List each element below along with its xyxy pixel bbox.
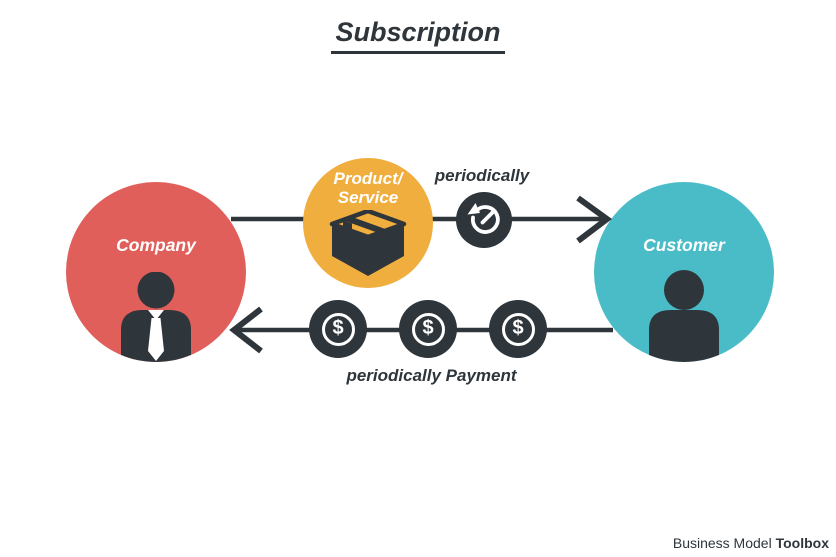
dollar-coin-icon: $	[399, 300, 457, 358]
company-node: Company	[66, 182, 246, 362]
product-service-node: Product/ Service	[303, 158, 433, 288]
person-icon	[649, 270, 719, 362]
product-label-line2: Service	[337, 188, 399, 207]
brand-bold: Toolbox	[775, 535, 829, 551]
page-title: Subscription	[331, 17, 505, 54]
dollar-coin-icon: $	[489, 300, 547, 358]
businessman-with-tie-icon	[121, 272, 191, 362]
company-label: Company	[116, 235, 196, 255]
package-box-icon	[329, 210, 407, 276]
title-container: Subscription	[0, 17, 836, 54]
dollar-symbol: $	[411, 312, 445, 346]
dollar-symbol: $	[321, 312, 355, 346]
dollar-symbol: $	[501, 312, 535, 346]
brand-regular: Business Model	[672, 535, 772, 551]
payment-label: periodically Payment	[346, 366, 517, 385]
recurring-clock-icon	[456, 192, 512, 248]
product-service-label: Product/ Service	[303, 169, 433, 207]
product-label-line1: Product/	[333, 169, 403, 188]
dollar-coin-icon: $	[309, 300, 367, 358]
periodically-label: periodically	[434, 166, 530, 185]
customer-label: Customer	[643, 235, 725, 255]
left-arrowhead-icon	[229, 306, 263, 354]
customer-node: Customer	[594, 182, 774, 362]
